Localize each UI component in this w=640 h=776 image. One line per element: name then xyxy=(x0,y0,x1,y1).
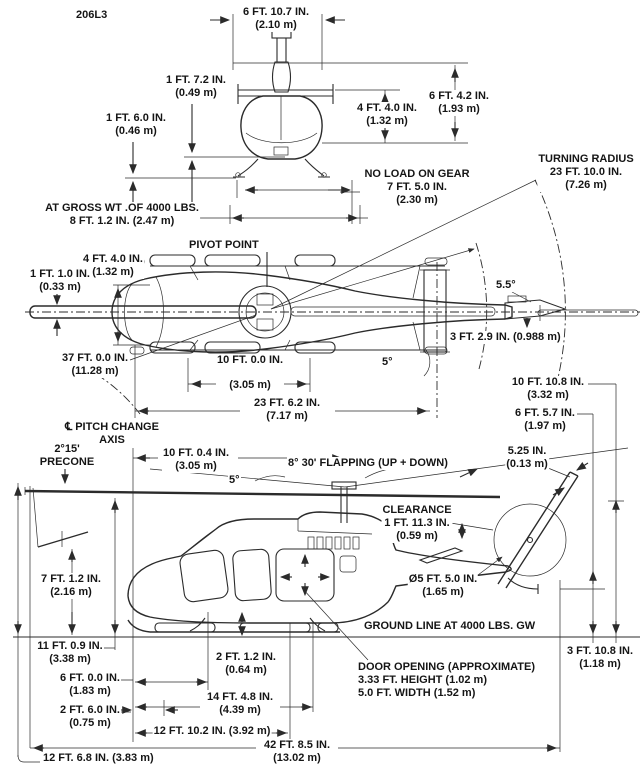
dim-label-overall-length: 42 FT. 8.5 IN.(13.02 m) xyxy=(262,739,332,765)
dim-label-12ft6: 12 FT. 6.8 IN. (3.83 m) xyxy=(42,752,155,765)
tailplane-plan xyxy=(423,269,447,353)
skid-side xyxy=(127,619,340,633)
side-view-drawing xyxy=(13,447,640,763)
cabin-door-window xyxy=(275,548,335,602)
windshield-window xyxy=(179,549,229,603)
tail-sweep-arc xyxy=(475,242,488,370)
label-door-opening: DOOR OPENING (APPROXIMATE)3.33 FT. HEIGH… xyxy=(357,661,537,700)
dim-label-tail-rotor-diameter: Ø5 FT. 5.0 IN.(1.65 m) xyxy=(407,573,479,599)
fuselage-front xyxy=(240,95,323,160)
tail-fin-front xyxy=(271,61,292,93)
dim-label-fuselage-height: 4 FT. 4.0 IN.(1.32 m) xyxy=(356,102,418,128)
drooped-blade xyxy=(37,531,89,548)
tail-tip-plan xyxy=(504,299,567,320)
stabilizer-side xyxy=(418,547,464,564)
dim-label-boom-length: 23 FT. 6.2 IN.(7.17 m) xyxy=(252,397,322,423)
dim-label-skid-sink: 1 FT. 6.0 IN.(0.46 m) xyxy=(105,112,167,138)
main-rotor-blade-right xyxy=(290,306,496,317)
dim-label-2ft6: 2 FT. 6.0 IN.(0.75 m) xyxy=(59,704,121,730)
dim-label-5-5-deg: 5.5° xyxy=(495,279,517,292)
turning-radius-arc xyxy=(534,179,566,391)
tail-skid xyxy=(507,577,539,594)
dim-label-rotor-diameter: 37 FT. 0.0 IN.(11.28 m) xyxy=(60,352,130,378)
dim-label-flapping: 8° 30' FLAPPING (UP + DOWN) xyxy=(287,457,449,470)
fuselage-side xyxy=(127,511,512,624)
main-rotor-blade-left xyxy=(29,305,257,319)
dim-label-mast-distance: 10 FT. 0.4 IN.(3.05 m) xyxy=(161,447,231,473)
dim-label-12ft10: 12 FT. 10.2 IN. (3.92 m) xyxy=(152,725,272,738)
tail-rotor-disc xyxy=(493,503,567,577)
dim-label-tail-height: 10 FT. 10.8 IN.(3.32 m) xyxy=(510,376,586,402)
dim-label-skid-width: 6 FT. 10.7 IN.(2.10 m) xyxy=(241,6,311,32)
dim-label-5-deg-top: 5° xyxy=(381,356,394,369)
main-rotor-blade-side xyxy=(24,489,501,499)
tail-rotor-blade-plan xyxy=(537,309,639,317)
skid-cross-tubes xyxy=(237,158,325,177)
stabilizer-endplates xyxy=(237,84,334,104)
dim-label-cabin-width: 4 FT. 4.0 IN.(1.32 m) xyxy=(82,253,144,279)
dim-label-gross-weight: AT GROSS WT .OF 4000 LBS.8 FT. 1.2 IN. (… xyxy=(44,202,200,228)
rotor-hub-side xyxy=(331,481,357,490)
model-title: 206L3 xyxy=(75,9,109,22)
dim-label-tail-clearance: 3 FT. 10.8 IN.(1.18 m) xyxy=(565,645,635,671)
dim-label-blade-chord: 1 FT. 1.0 IN.(0.33 m) xyxy=(29,268,91,294)
dim-label-fin-top-height: 6 FT. 5.7 IN.(1.97 m) xyxy=(514,407,576,433)
top-view-drawing xyxy=(25,179,640,643)
dim-label-tail-span: 3 FT. 2.9 IN. (0.988 m) xyxy=(449,331,562,344)
dim-label-6ft: 6 FT. 0.0 IN.(1.83 m) xyxy=(59,672,121,698)
dim-label-droop-height: 7 FT. 1.2 IN.(2.16 m) xyxy=(40,573,102,599)
dim-label-belly-clearance: 2 FT. 1.2 IN.(0.64 m) xyxy=(215,651,277,677)
fuselage-plan xyxy=(111,271,513,353)
dim-label-fin-height: 6 FT. 4.2 IN.(1.93 m) xyxy=(428,90,490,116)
front-door-window xyxy=(232,548,272,602)
dim-label-fin-chord: 5.25 IN.(0.13 m) xyxy=(505,445,549,471)
dim-label-14ft: 14 FT. 4.8 IN.(4.39 m) xyxy=(205,691,275,717)
label-pivot-point: PIVOT POINT xyxy=(188,239,260,252)
dim-label-skid-length: 10 FT. 0.0 IN.(3.05 m) xyxy=(215,354,285,392)
dim-label-stab-tip: 1 FT. 7.2 IN.(0.49 m) xyxy=(165,74,227,100)
dim-label-hub-height: 11 FT. 0.9 IN.(3.38 m) xyxy=(36,640,104,666)
label-ground-line: GROUND LINE AT 4000 LBS. GW xyxy=(363,620,537,633)
dim-label-5-deg-side: 5° xyxy=(228,474,241,487)
dim-label-precone: 2°15'PRECONE xyxy=(38,443,96,469)
